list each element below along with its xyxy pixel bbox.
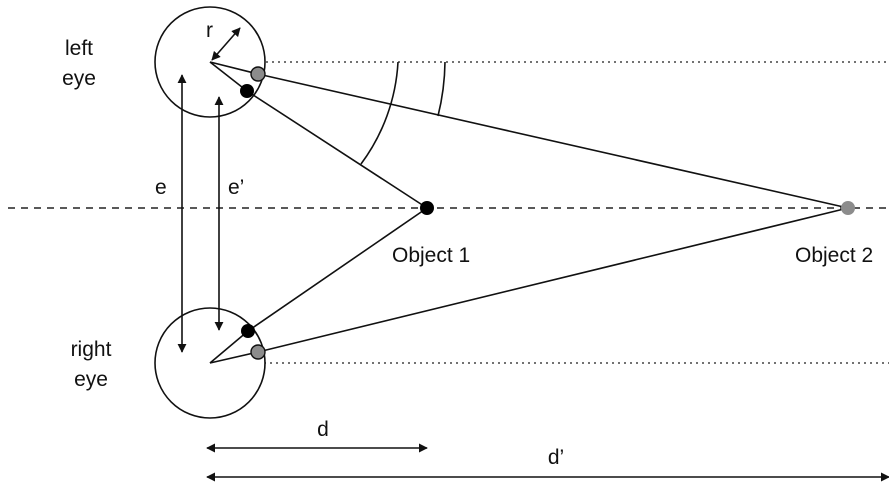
right-eye-object-2-image xyxy=(250,344,266,360)
right-eye-label-line2: eye xyxy=(74,368,108,391)
object-1-point xyxy=(420,201,434,215)
distance-d-label: d xyxy=(317,418,329,441)
object-1-label: Object 1 xyxy=(392,244,470,267)
right-eye-label-line1: right xyxy=(71,338,112,361)
angle-arc-object-2 xyxy=(437,61,446,117)
object-2-label: Object 2 xyxy=(795,244,873,267)
eye-separation-label: e xyxy=(155,176,167,199)
left-eye-object-2-image xyxy=(250,66,266,82)
angle-arc-object-1 xyxy=(360,61,399,165)
retinal-separation-label: e’ xyxy=(228,176,244,199)
left-eye-object-1-image xyxy=(240,84,254,98)
radius-label: r xyxy=(206,19,213,42)
distance-d-prime-label: d’ xyxy=(548,446,564,469)
object-2-point xyxy=(841,201,855,215)
right-eye-object-1-image xyxy=(241,324,255,338)
left-eye-to-object-2-line xyxy=(209,61,849,209)
radius-arrow xyxy=(211,27,241,61)
left-eye-label-line2: eye xyxy=(62,67,96,90)
right-eye-to-object-2-line xyxy=(209,207,849,364)
left-eye-label-line1: left xyxy=(65,37,93,60)
